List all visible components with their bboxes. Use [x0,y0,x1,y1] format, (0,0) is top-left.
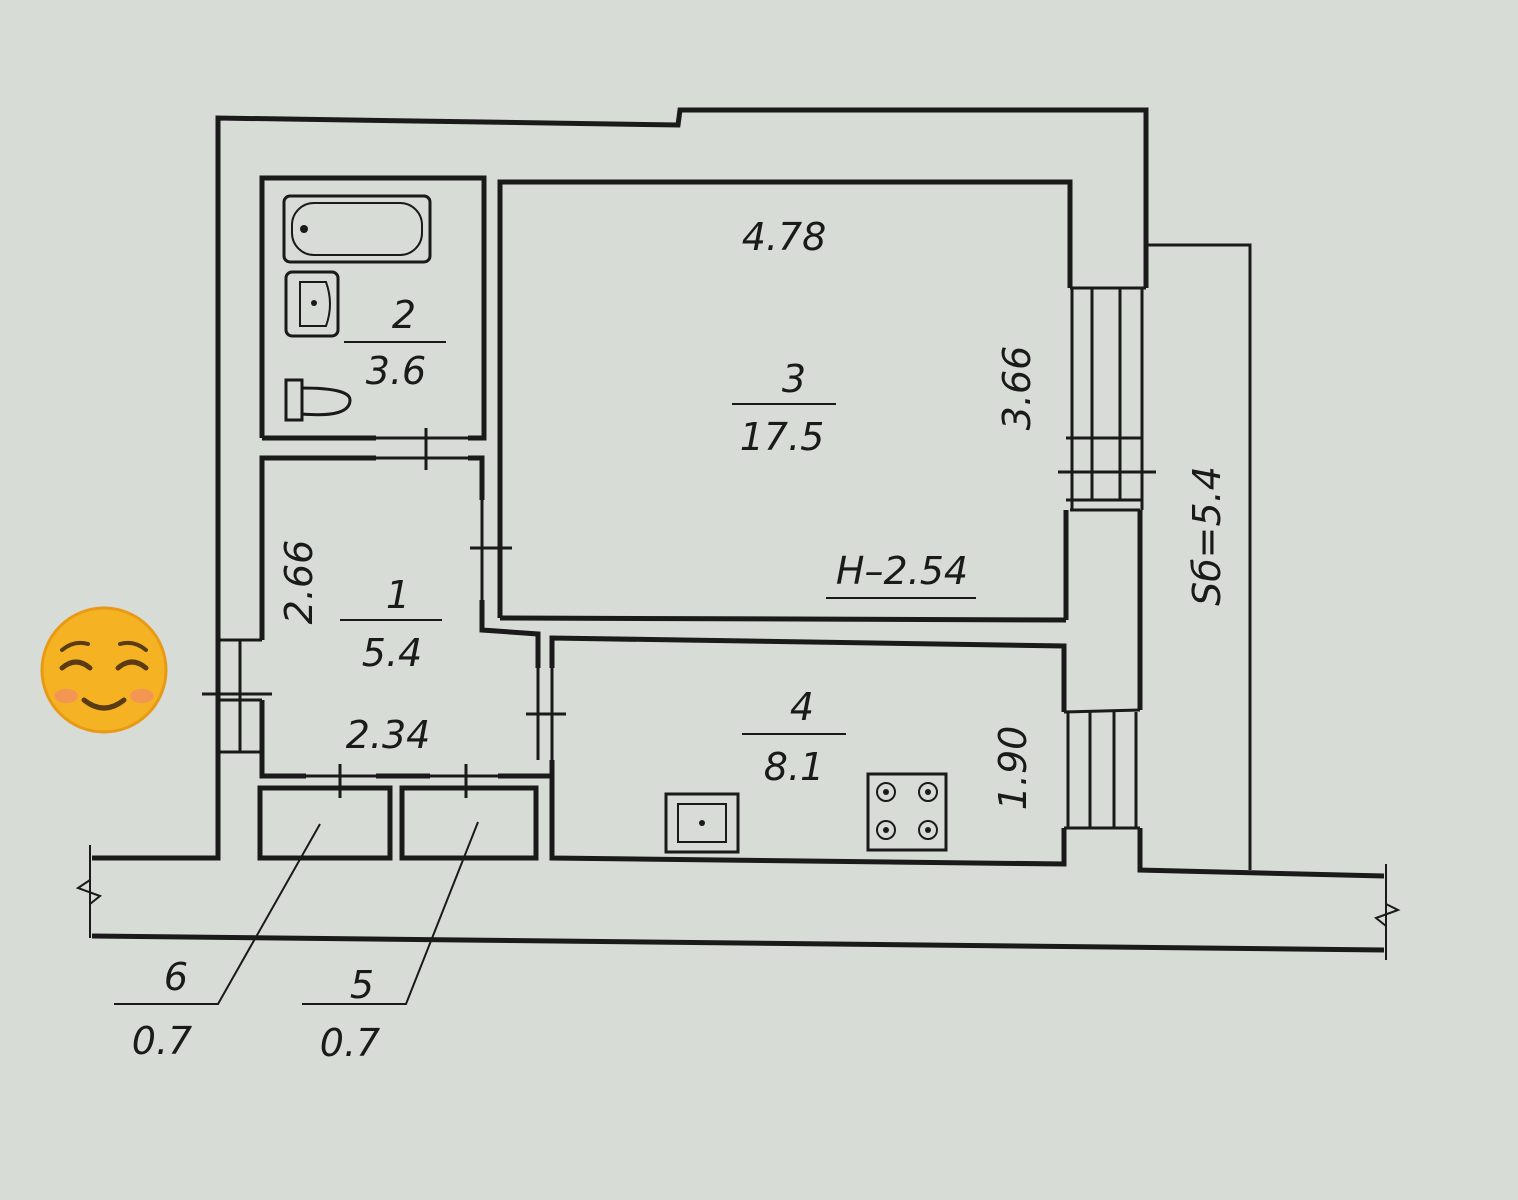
room-labels: 2 3.6 3 17.5 1 5.4 4 8.1 6 0.7 5 0.7 [132,293,825,1065]
entrance-door-opening [202,638,272,754]
room-3-area: 17.5 [740,415,825,459]
room-4-area: 8.1 [764,745,824,789]
balcony [1146,243,1252,870]
fraction-bars [340,341,976,735]
room-1-number: 1 [386,573,410,617]
leader-lines [114,821,479,1005]
room-4-depth-dimension: 1.90 [991,726,1035,811]
room-6-area: 0.7 [132,1019,192,1063]
ceiling-height-label: H–2.54 [836,549,968,593]
room-5-area: 0.7 [320,1021,380,1065]
room-2-area: 3.6 [366,349,426,393]
window-room-3 [1058,286,1156,512]
room-1-hall [259,455,555,779]
room-6-number: 6 [164,955,188,999]
room-1-width-dimension: 2.34 [346,713,431,757]
windows [202,286,1156,830]
door-closet-5 [430,764,498,798]
door-closet-6 [306,764,376,798]
dimension-labels: 4.78 3.66 2.66 2.34 1.90 H–2.54 Sб=5.4 [277,215,1229,810]
room-5-number: 5 [350,963,374,1007]
stove-burners [876,782,938,840]
window-room-4 [1063,708,1141,830]
room-3-number: 3 [782,357,806,401]
room-2-bathroom [259,175,487,441]
room-4-number: 4 [790,685,814,729]
door-room-3 [470,500,512,600]
room-1-depth-dimension: 2.66 [277,540,321,625]
smiling-face-emoji-icon [40,606,168,734]
closets [257,785,539,861]
room-1-area: 5.4 [362,631,422,675]
door-openings [306,428,566,798]
balcony-area-label: Sб=5.4 [1185,466,1229,606]
room-4-kitchen [549,635,1067,867]
room-3-depth-dimension: 3.66 [995,346,1039,431]
room-2-number: 2 [392,293,416,337]
outer-walls [75,107,1401,960]
room-3-width-dimension: 4.78 [742,215,827,259]
door-bathroom [376,428,468,470]
door-kitchen [526,668,566,760]
room-3-living [497,179,1073,623]
